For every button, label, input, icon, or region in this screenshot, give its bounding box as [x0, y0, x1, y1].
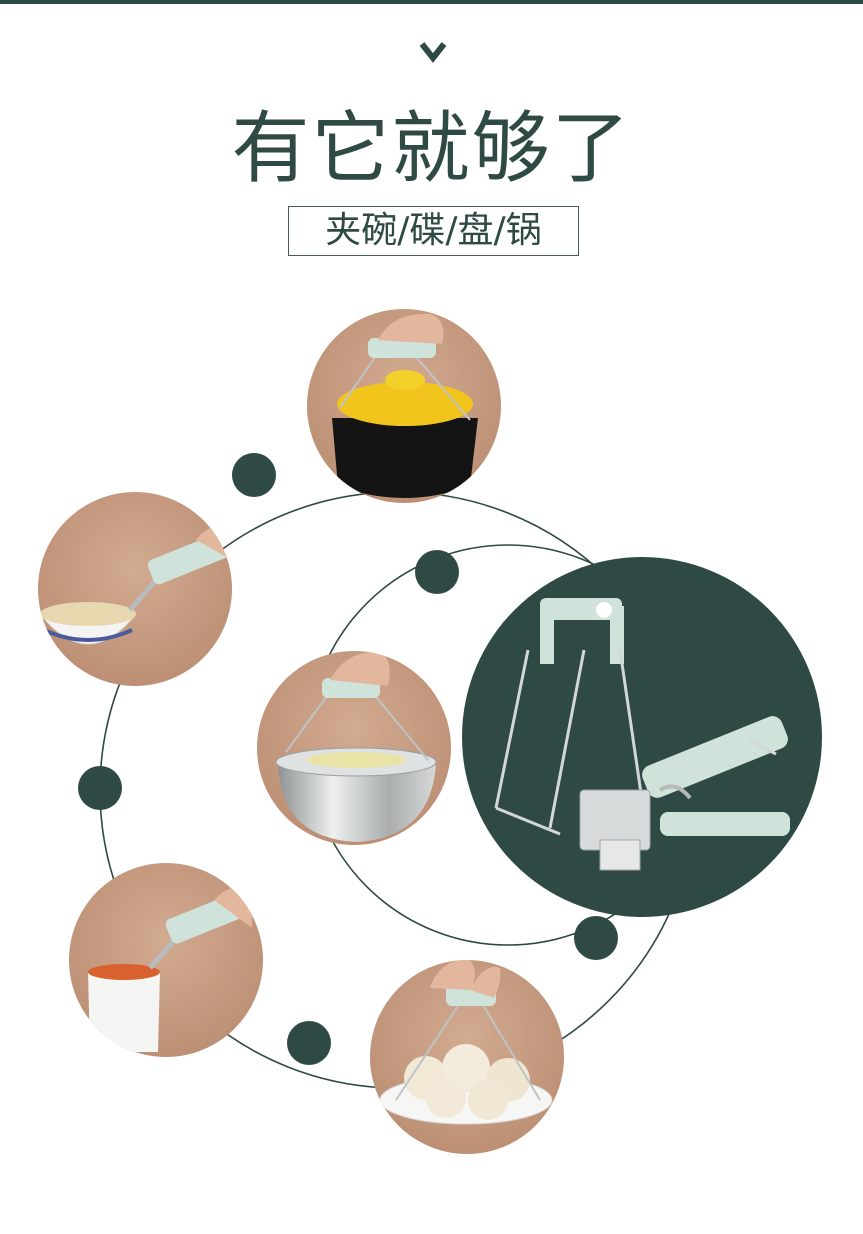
- dish-clip-product-photo: [462, 557, 822, 917]
- bun-plate-photo: [370, 960, 564, 1154]
- orbit-dot: [232, 453, 276, 497]
- chevron-down-icon: [419, 42, 447, 63]
- orbit-dot: [287, 1021, 331, 1065]
- page-title: 有它就够了: [231, 104, 632, 194]
- subtitle-badge: 夹碗/碟/盘/锅: [288, 206, 579, 256]
- soup-bowl-photo: [38, 492, 232, 686]
- top-border: [0, 0, 863, 4]
- white-cup-photo: [69, 863, 263, 1057]
- orbit-dot: [574, 916, 618, 960]
- orbit-dot: [415, 550, 459, 594]
- steel-pot-photo: [257, 651, 451, 845]
- clay-pot-photo: [307, 309, 501, 503]
- orbit-dot: [78, 766, 122, 810]
